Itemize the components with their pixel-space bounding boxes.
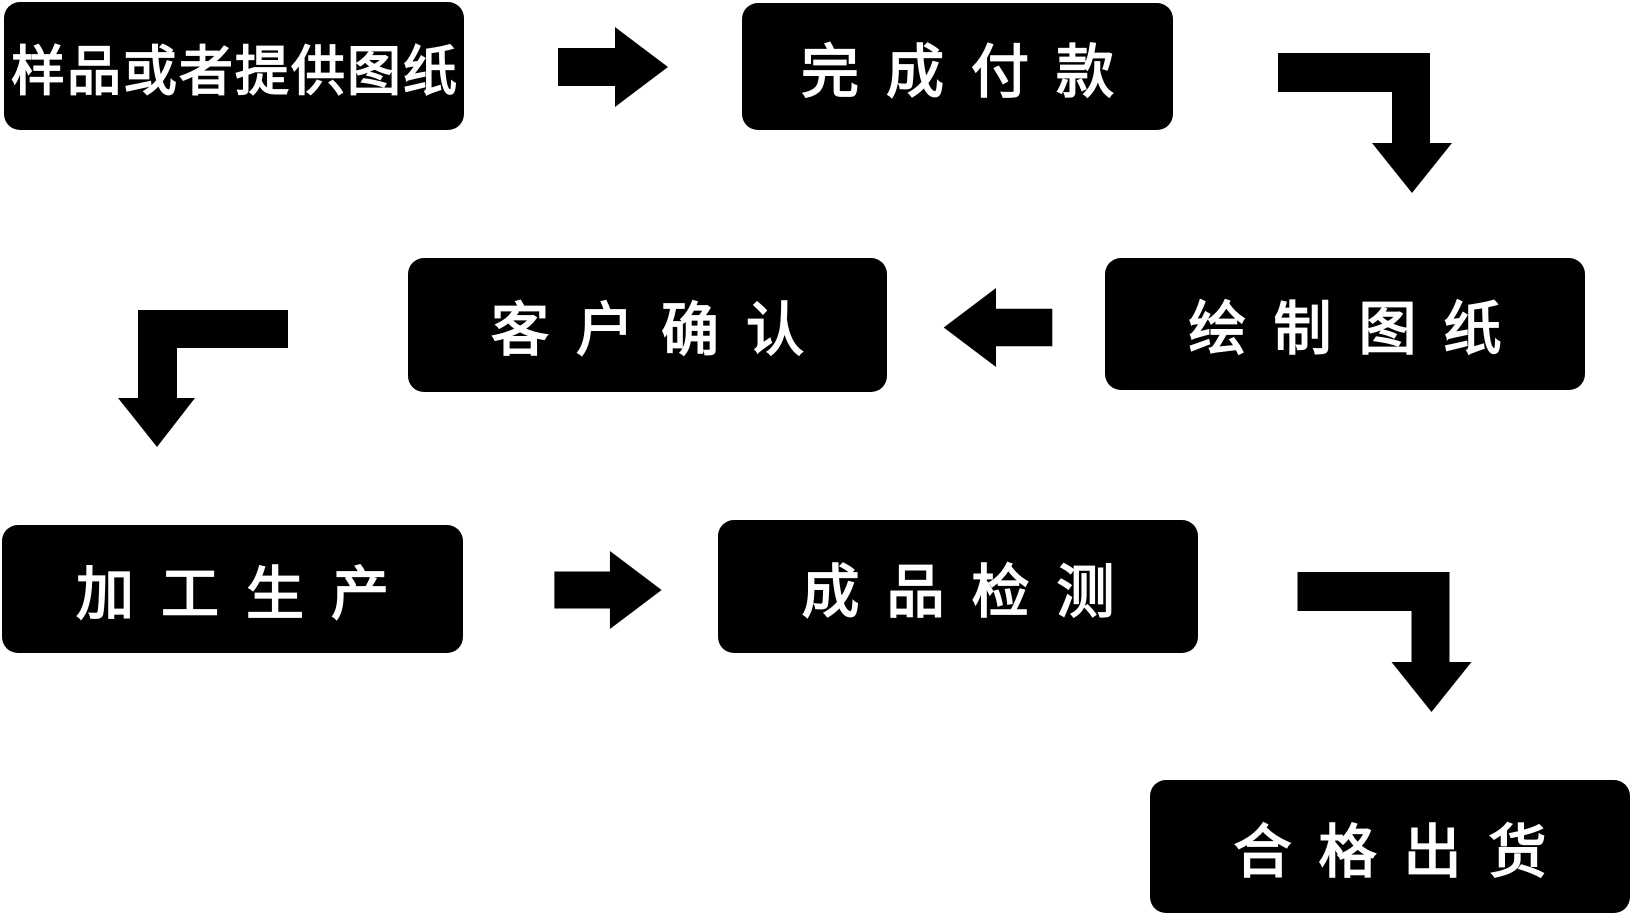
flow-node-payment: 完成付款 bbox=[742, 3, 1173, 130]
flow-node-drawing: 绘制图纸 bbox=[1105, 258, 1585, 390]
right-arrow-icon bbox=[558, 27, 668, 107]
elbow-right-down-arrow-icon bbox=[1297, 572, 1472, 712]
node-label: 完成付款 bbox=[800, 39, 1141, 105]
node-label: 合格出货 bbox=[1233, 819, 1574, 885]
node-label: 样品或者提供图纸 bbox=[11, 41, 459, 102]
right-arrow-icon bbox=[554, 551, 662, 629]
left-arrow-icon bbox=[943, 288, 1053, 367]
elbow-right-down-arrow-icon bbox=[1278, 53, 1452, 193]
flow-node-sample: 样品或者提供图纸 bbox=[4, 2, 464, 130]
node-label: 成品检测 bbox=[801, 559, 1142, 625]
flow-node-confirm: 客户确认 bbox=[408, 258, 887, 392]
node-label: 绘制图纸 bbox=[1188, 297, 1529, 362]
node-label: 客户确认 bbox=[490, 298, 831, 363]
flow-node-shipment: 合格出货 bbox=[1150, 780, 1630, 913]
elbow-left-down-arrow-icon bbox=[118, 310, 288, 447]
flow-node-inspection: 成品检测 bbox=[718, 520, 1198, 653]
node-label: 加工生产 bbox=[75, 562, 416, 627]
flow-node-production: 加工生产 bbox=[2, 525, 463, 653]
